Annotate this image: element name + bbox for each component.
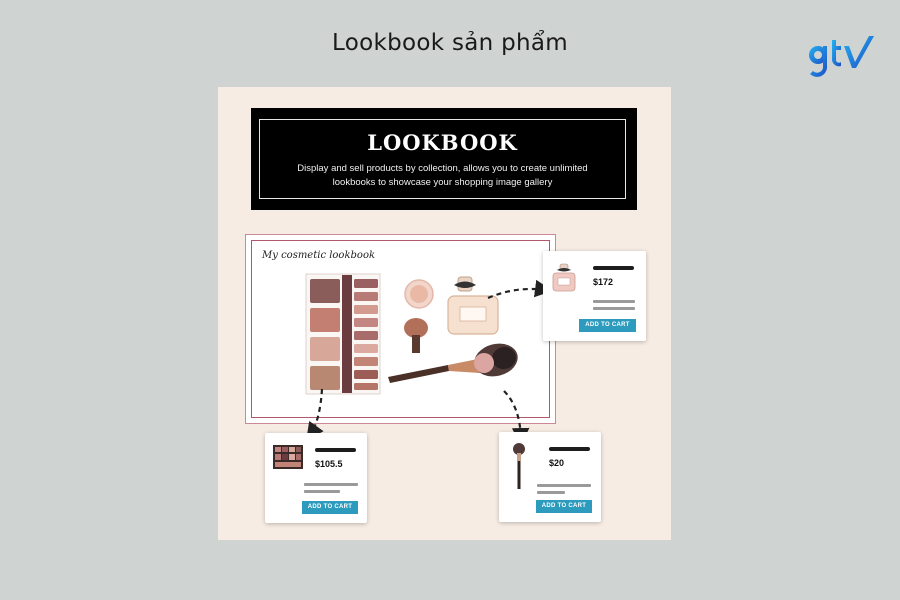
product-card-perfume[interactable]: $172 ADD TO CART <box>543 251 646 341</box>
add-to-cart-button[interactable]: ADD TO CART <box>302 501 358 514</box>
add-to-cart-button[interactable]: ADD TO CART <box>536 500 592 513</box>
cosmetics-illustration <box>305 273 521 395</box>
product-detail-line <box>537 484 591 487</box>
powder-compact-icon[interactable] <box>404 279 434 309</box>
product-price: $172 <box>593 277 614 287</box>
product-detail-line <box>537 491 565 494</box>
perfume-bottle-icon[interactable] <box>447 276 499 335</box>
product-card-palette[interactable]: $105.5 ADD TO CART <box>265 433 367 523</box>
product-name-placeholder <box>593 266 634 270</box>
product-detail-line <box>304 483 358 486</box>
lookbook-banner: LOOKBOOK Display and sell products by co… <box>251 108 637 210</box>
brush-thumb-icon <box>513 443 525 489</box>
page-title: Lookbook sản phẩm <box>332 30 568 56</box>
product-name-placeholder <box>315 448 356 452</box>
product-detail-line <box>593 300 635 303</box>
lookbook-image-frame: My cosmetic lookbook <box>251 240 550 418</box>
perfume-thumb-icon <box>552 263 576 292</box>
makeup-brush-icon[interactable] <box>388 339 521 383</box>
palette-thumb-icon <box>273 445 303 469</box>
product-detail-line <box>304 490 340 493</box>
gtv-logo-icon <box>809 36 874 77</box>
banner-title: LOOKBOOK <box>367 130 518 155</box>
product-price: $20 <box>549 458 565 468</box>
lookbook-panel: LOOKBOOK Display and sell products by co… <box>218 87 671 540</box>
product-card-brush[interactable]: $20 ADD TO CART <box>499 432 601 522</box>
add-to-cart-button[interactable]: ADD TO CART <box>579 319 636 332</box>
powder-brush-icon[interactable] <box>404 318 428 353</box>
banner-frame: LOOKBOOK Display and sell products by co… <box>259 119 626 199</box>
product-price: $105.5 <box>315 459 343 469</box>
product-name-placeholder <box>549 447 590 451</box>
eyeshadow-palette-icon[interactable] <box>305 273 381 395</box>
lookbook-caption: My cosmetic lookbook <box>262 250 376 261</box>
product-detail-line <box>593 307 635 310</box>
banner-description: Display and sell products by collection,… <box>297 163 588 188</box>
lookbook-image[interactable]: My cosmetic lookbook <box>245 234 556 424</box>
